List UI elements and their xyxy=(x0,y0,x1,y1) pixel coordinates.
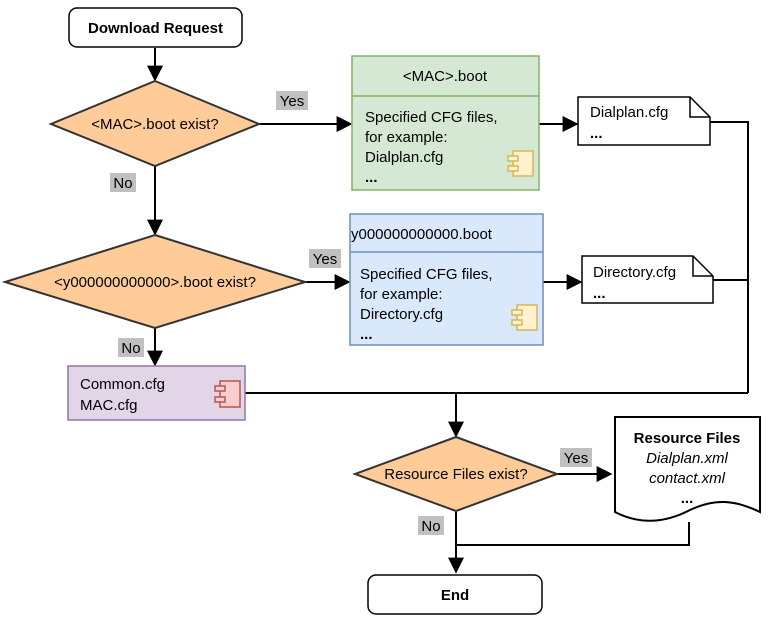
component-icon xyxy=(511,304,538,331)
resource-doc-title: Resource Files xyxy=(634,430,741,447)
mac-boot-line-2: for example: xyxy=(365,129,448,146)
svg-text:Yes: Yes xyxy=(280,93,304,110)
start-label: Download Request xyxy=(88,20,223,37)
decision-resource-label: Resource Files exist? xyxy=(384,466,527,483)
y-boot-title: y000000000000.boot xyxy=(351,226,493,243)
dialplan-doc-line-2: ... xyxy=(590,125,603,142)
svg-text:No: No xyxy=(113,175,132,192)
mac-boot-line-1: Specified CFG files, xyxy=(365,109,498,126)
mac-boot-line-3: Dialplan.cfg xyxy=(365,149,443,166)
svg-text:Yes: Yes xyxy=(313,251,337,268)
resource-files-doc: Resource Files Dialplan.xml contact.xml … xyxy=(614,416,761,522)
decision-y-boot-label: <y000000000000>.boot exist? xyxy=(54,274,256,291)
decision-mac-boot: <MAC>.boot exist? xyxy=(48,79,262,168)
start-node: Download Request xyxy=(68,7,243,48)
decision-y-boot: <y000000000000>.boot exist? xyxy=(1,233,309,330)
y-boot-line-1: Specified CFG files, xyxy=(360,266,493,283)
mac-boot-title: <MAC>.boot xyxy=(403,68,488,85)
directory-doc-line-2: ... xyxy=(593,285,606,302)
component-icon xyxy=(214,380,241,408)
svg-text:No: No xyxy=(421,518,440,535)
y-boot-line-2: for example: xyxy=(360,286,443,303)
y-boot-box: y000000000000.boot Specified CFG files, … xyxy=(349,213,544,346)
y-yes-tag: Yes xyxy=(309,249,341,268)
common-line-2: MAC.cfg xyxy=(80,397,138,414)
y-no-tag: No xyxy=(118,338,144,357)
component-icon xyxy=(507,150,534,177)
edge-resource-doc-to-end xyxy=(456,522,690,546)
directory-doc-line-1: Directory.cfg xyxy=(593,264,676,281)
resource-doc-line-1: Dialplan.xml xyxy=(646,450,728,467)
common-cfg-box: Common.cfg MAC.cfg xyxy=(67,365,246,421)
resource-doc-line-3: ... xyxy=(681,490,694,507)
mac-yes-tag: Yes xyxy=(276,91,308,110)
svg-text:Yes: Yes xyxy=(564,450,588,467)
decision-resource: Resource Files exist? xyxy=(352,435,560,513)
mac-boot-box: <MAC>.boot Specified CFG files, for exam… xyxy=(351,55,540,191)
mac-no-tag: No xyxy=(110,173,136,192)
mac-boot-line-4: ... xyxy=(365,169,378,186)
common-line-1: Common.cfg xyxy=(80,376,165,393)
y-boot-line-4: ... xyxy=(360,326,373,343)
decision-mac-boot-label: <MAC>.boot exist? xyxy=(91,116,219,133)
dialplan-doc-line-1: Dialplan.cfg xyxy=(590,104,668,121)
edges xyxy=(147,48,749,574)
dialplan-doc: Dialplan.cfg ... xyxy=(577,96,711,146)
resource-doc-line-2: contact.xml xyxy=(649,470,726,487)
svg-text:No: No xyxy=(121,340,140,357)
end-label: End xyxy=(441,587,469,604)
edge-dialplan-to-bus xyxy=(710,121,749,393)
y-boot-line-3: Directory.cfg xyxy=(360,306,443,323)
end-node: End xyxy=(367,574,543,615)
resource-yes-tag: Yes xyxy=(560,448,592,467)
resource-no-tag: No xyxy=(418,516,444,535)
directory-doc: Directory.cfg ... xyxy=(581,255,714,304)
